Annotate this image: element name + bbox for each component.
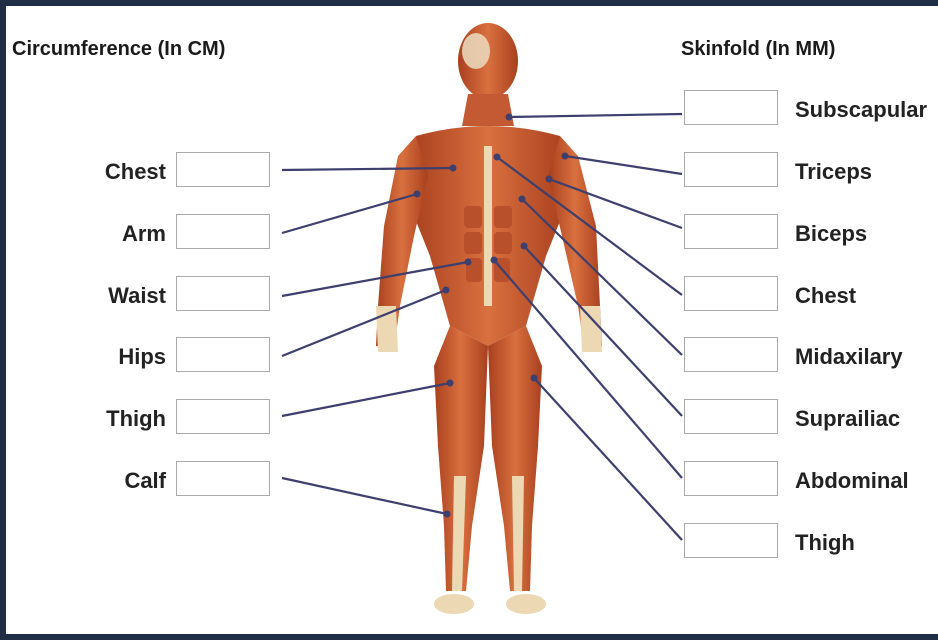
- circumference-chest-label: Chest: [6, 159, 166, 185]
- circumference-waist-input[interactable]: [176, 276, 270, 311]
- skinfold-triceps-label: Triceps: [795, 159, 872, 185]
- skinfold-biceps-label: Biceps: [795, 221, 867, 247]
- skinfold-chest-input[interactable]: [684, 276, 778, 311]
- skinfold-thigh-input[interactable]: [684, 523, 778, 558]
- skinfold-triceps-input[interactable]: [684, 152, 778, 187]
- circumference-calf-input[interactable]: [176, 461, 270, 496]
- leader-line-calf: [282, 478, 447, 514]
- circumference-arm-label: Arm: [6, 221, 166, 247]
- skinfold-midaxilary-input[interactable]: [684, 337, 778, 372]
- skinfold-subscapular-label: Subscapular: [795, 97, 927, 123]
- circumference-thigh-label: Thigh: [6, 406, 166, 432]
- skinfold-subscapular-input[interactable]: [684, 90, 778, 125]
- skinfold-suprailiac-label: Suprailiac: [795, 406, 900, 432]
- circumference-waist-label: Waist: [6, 283, 166, 309]
- skinfold-abdominal-input[interactable]: [684, 461, 778, 496]
- skinfold-midaxilary-label: Midaxilary: [795, 344, 903, 370]
- skinfold-thigh-label: Thigh: [795, 530, 855, 556]
- circumference-arm-input[interactable]: [176, 214, 270, 249]
- leader-line-hips: [282, 290, 446, 356]
- leader-line-triceps: [565, 156, 682, 174]
- skinfold-heading: Skinfold (In MM): [681, 38, 835, 61]
- leader-line-skinfold-thigh: [534, 378, 682, 540]
- skinfold-abdominal-label: Abdominal: [795, 468, 909, 494]
- circumference-hips-input[interactable]: [176, 337, 270, 372]
- skinfold-suprailiac-input[interactable]: [684, 399, 778, 434]
- leader-line-subscapular: [509, 114, 682, 117]
- skinfold-biceps-input[interactable]: [684, 214, 778, 249]
- circumference-calf-label: Calf: [6, 468, 166, 494]
- circumference-heading: Circumference (In CM): [12, 38, 225, 61]
- circumference-hips-label: Hips: [6, 344, 166, 370]
- body-silhouette: [376, 23, 602, 614]
- circumference-thigh-input[interactable]: [176, 399, 270, 434]
- skinfold-chest-label: Chest: [795, 283, 856, 309]
- leader-line-thigh: [282, 383, 450, 416]
- circumference-chest-input[interactable]: [176, 152, 270, 187]
- measurement-form: Circumference (In CM) Skinfold (In MM) C…: [6, 6, 938, 634]
